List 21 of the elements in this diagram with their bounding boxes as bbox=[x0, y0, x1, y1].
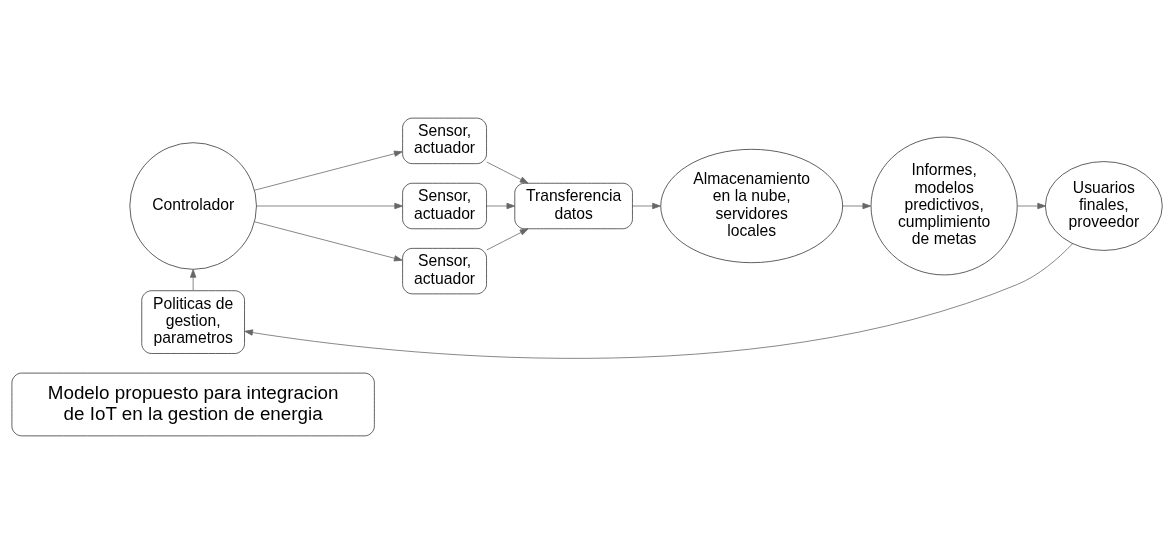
arrow bbox=[244, 242, 1073, 359]
arrow bbox=[256, 202, 403, 209]
arrow bbox=[190, 268, 197, 291]
arrow bbox=[842, 202, 872, 209]
node-ellipse: Usuarios finales, proveedor bbox=[1045, 160, 1163, 251]
arrow bbox=[486, 202, 516, 209]
arrow bbox=[254, 220, 403, 261]
node-box: Politicas de gestion, parametros bbox=[141, 289, 245, 354]
arrow bbox=[486, 161, 529, 184]
node-circle: Controlador bbox=[129, 141, 257, 270]
arrow bbox=[632, 202, 661, 209]
node-box: Modelo propuesto para integracion de IoT en la gestion de energia bbox=[11, 372, 375, 436]
node-box: Sensor, actuador bbox=[402, 247, 487, 294]
node-circle: Informes, modelos predictivos, cumplimiento de metas bbox=[870, 136, 1018, 275]
node-box: Sensor, actuador bbox=[402, 182, 487, 229]
arrow bbox=[1017, 202, 1046, 209]
arrow bbox=[486, 227, 529, 250]
node-box: Transferencia datos bbox=[514, 182, 633, 229]
arrow bbox=[254, 150, 403, 191]
node-box: Sensor, actuador bbox=[402, 117, 487, 164]
node-ellipse: Almacenamiento en la nube, servidores locales bbox=[660, 148, 843, 263]
